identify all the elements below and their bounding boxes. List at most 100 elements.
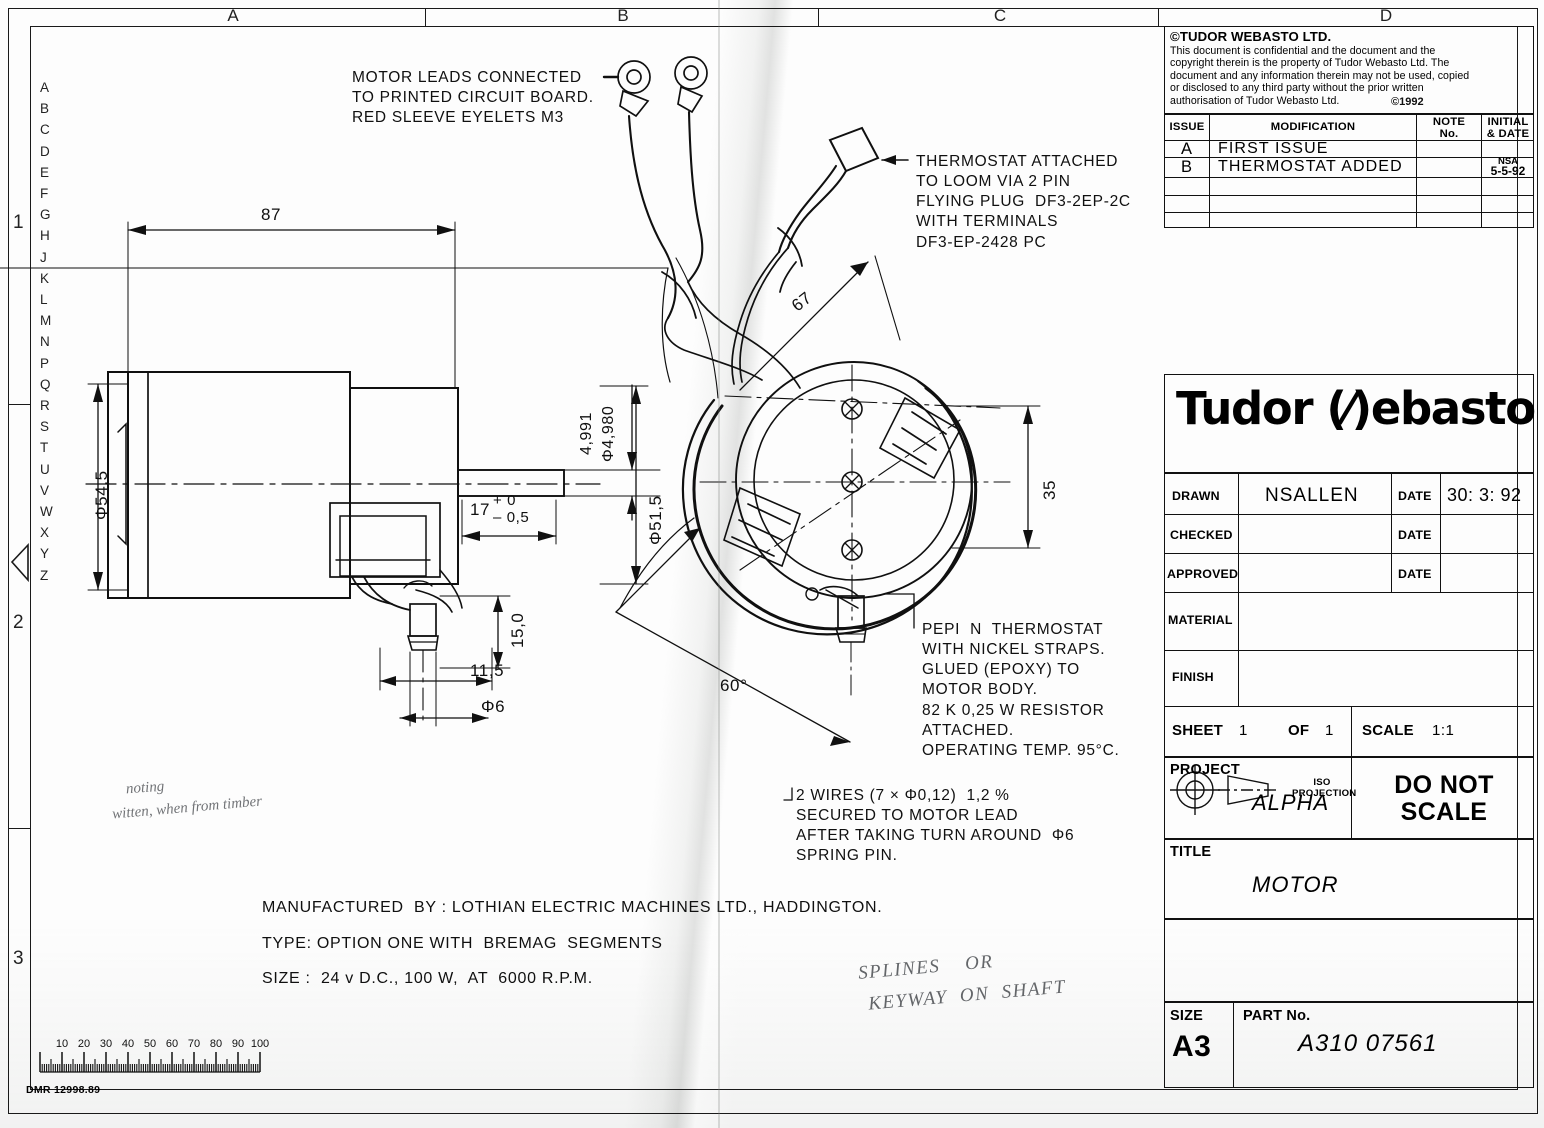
dim-shaft-lower-tol: Φ4,980 [600,405,617,462]
paper-fold-line [718,0,720,1128]
form-number: DMR 12998.89 [26,1084,101,1096]
dim-dia-54-5: Φ54,5 [92,470,111,520]
revision-header-modification: MODIFICATION [1270,121,1356,133]
zone-letter-c: C [40,122,51,138]
note-motor-leads: MOTOR LEADS CONNECTED TO PRINTED CIRCUIT… [352,69,594,127]
zone-letter-k: K [40,270,50,286]
zone-letter-u: U [40,461,51,477]
dim-dia-51-5: Φ51,5 [646,495,665,545]
title-block-divider [1391,472,1393,592]
zone-letter-h: H [40,228,51,244]
revision-col-divider [1481,114,1483,228]
dim-17-minus-tol: – 0,5 [493,509,530,526]
ruler-label-80: 80 [209,1038,223,1050]
revision-row-b-date: 5-5-92 [1490,164,1526,178]
drawn-date-value: 30: 3: 92 [1447,485,1522,505]
zone-label-top-c: C [993,6,1007,25]
ruler-label-60: 60 [165,1038,179,1050]
revision-row-a-modification: FIRST ISSUE [1218,140,1329,157]
dim-87: 87 [261,205,282,224]
checked-label: CHECKED [1170,528,1233,542]
dim-shaft-upper-tol: 4,991 [578,411,595,455]
title-block [1164,374,1534,1088]
note-thermostat-plug: THERMOSTAT ATTACHED TO LOOM VIA 2 PIN FL… [916,153,1131,251]
title-block-divider [1440,472,1442,592]
revision-header-issue: ISSUE [1169,121,1205,133]
zone-letter-f: F [40,186,49,201]
frame-tick [1158,8,1160,27]
sheet-of-label: OF [1288,722,1310,739]
note-manufactured-by: MANUFACTURED BY : LOTHIAN ELECTRIC MACHI… [262,899,883,916]
drawn-label: DRAWN [1172,489,1220,503]
revision-table [1164,114,1534,228]
copyright-heading: ©TUDOR WEBASTO LTD. [1170,29,1332,44]
company-logo: Tudor (⁄)ebasto [1176,382,1536,435]
zone-label-side-1: 1 [13,212,24,233]
zone-label-top-a: A [227,6,239,25]
revision-row-divider [1164,140,1534,142]
title-block-divider [1164,514,1534,516]
zone-label-side-2: 2 [13,612,24,633]
title-value: MOTOR [1252,872,1339,897]
company-logo-text: Tudor (⁄)ebasto [1176,382,1536,435]
title-block-divider [1164,472,1534,474]
zone-letter-x: X [40,525,50,541]
ruler-label-70: 70 [187,1038,201,1050]
revision-row-b-initial: NSA [1497,156,1519,167]
zone-letter-m: M [40,313,52,329]
approved-date-label: DATE [1398,567,1432,581]
zone-letter-v: V [40,482,50,498]
part-no-label: PART No. [1243,1008,1311,1024]
dim-60-deg: 60° [720,676,748,695]
scale-label: SCALE [1362,722,1414,739]
copyright-body: This document is confidential and the do… [1170,44,1470,108]
sheet-border-inner [30,26,1518,1090]
dim-17: 17 [470,500,491,519]
title-block-divider [1164,756,1534,758]
zone-letter-w: W [40,504,54,519]
frame-tick [8,828,30,830]
title-block-divider [1164,650,1534,652]
sheet-of-value: 1 [1325,722,1334,739]
revision-row-b-issue: B [1181,158,1193,176]
title-block-divider [1164,553,1534,555]
project-value: ALPHA [1252,790,1330,815]
note-size: SIZE : 24 v D.C., 100 W, AT 6000 R.P.M. [262,970,593,987]
zone-label-top-d: D [1379,6,1393,25]
zone-letter-q: Q [40,376,51,392]
ruler-label-10: 10 [55,1038,69,1050]
title-block-divider [1164,592,1534,594]
copyright-box [1164,26,1534,114]
finish-label: FINISH [1172,670,1214,684]
zone-letter-z: Z [40,567,49,583]
approved-label: APPROVED [1167,567,1239,581]
title-block-divider [1164,918,1534,920]
revision-header-initial: INITIAL & DATE [1486,116,1530,141]
zone-letter-s: S [40,419,50,435]
scale-value: 1:1 [1432,722,1455,739]
revision-header-note: NOTE No. [1432,116,1466,141]
zone-letter-e: E [40,164,50,180]
revision-col-divider [1209,114,1211,228]
zone-letter-g: G [40,207,51,223]
part-no-value: A310 07561 [1298,1030,1438,1057]
zone-letter-l: L [40,292,48,307]
ruler-label-50: 50 [143,1038,157,1050]
size-value: A3 [1172,1030,1212,1063]
checked-date-label: DATE [1398,528,1432,542]
revision-col-divider [1416,114,1418,228]
ruler-label-40: 40 [121,1038,135,1050]
zone-letter-t: T [40,440,49,456]
zone-letter-n: N [40,334,51,350]
zone-letter-r: R [40,398,51,413]
dim-dia-6: Φ6 [481,697,506,716]
note-type: TYPE: OPTION ONE WITH BREMAG SEGMENTS [262,935,663,952]
sheet-border-outer [8,8,1538,1114]
size-label: SIZE [1170,1008,1204,1024]
title-block-divider [1164,1001,1534,1003]
handwritten-note-left-1: noting [125,778,165,798]
note-wires: 2 WIRES (7 × Φ0,12) 1,2 % SECURED TO MOT… [796,787,1075,865]
dim-17-plus-tol: + 0 [493,492,517,509]
revision-row-divider [1164,177,1534,179]
